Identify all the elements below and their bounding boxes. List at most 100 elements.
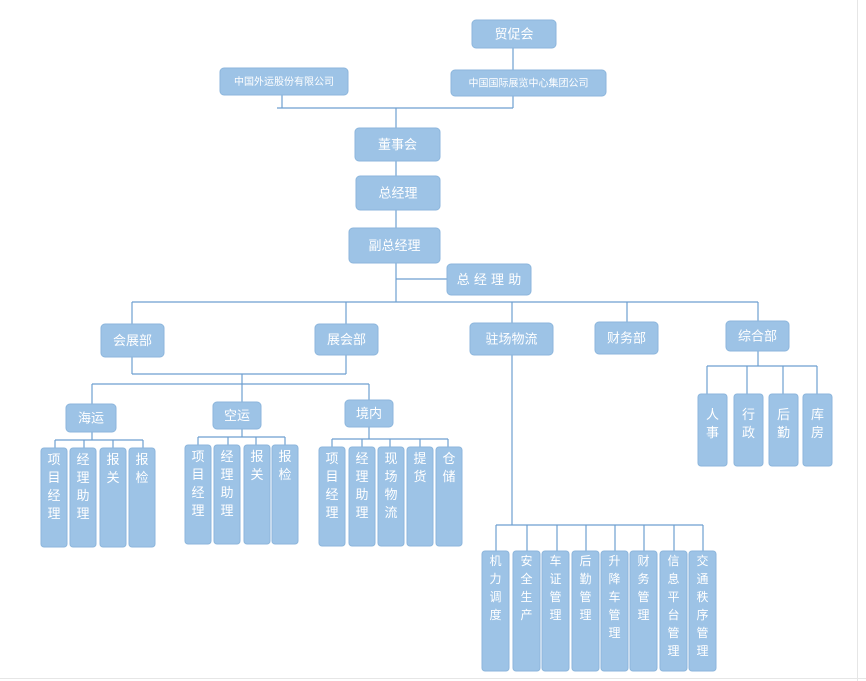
node-air-child-3-label: 报关 [250,450,263,483]
node-domestic-child-5: 仓储 [435,446,463,547]
node-group-domestic-shape [344,399,394,428]
node-admin-child-4-label: 库房 [811,407,824,441]
node-sea-child-4: 报检 [128,447,156,548]
node-sea-child-3: 报关 [99,447,127,548]
node-domestic-child-5-label: 仓储 [442,452,455,485]
node-top: 贸促会 [471,19,557,49]
node-top-shape [471,19,557,49]
node-onsite-child-1-label: 机力调度 [489,554,501,622]
node-admin-child-4: 库房 [802,393,833,467]
node-sea-child-1-shape [40,447,68,548]
node-admin-child-1-shape [697,393,728,467]
node-air-child-1-label: 项目经理 [191,450,204,519]
page-bottom-border [0,678,866,679]
node-onsite-child-8-shape [688,550,717,672]
node-onsite-child-5: 升降车管理 [600,550,629,672]
node-assistant-label: 总 经 理 助 [457,273,521,288]
node-onsite-child-4-shape [571,550,600,672]
node-air-child-2-shape [213,444,241,545]
node-shareholder-2: 中国国际展览中心集团公司 [450,69,607,97]
node-domestic-child-2-shape [348,446,376,547]
node-onsite-child-3: 车证管理 [541,550,570,672]
node-group-domestic: 境内 [344,399,394,428]
node-admin-child-3-label: 后勤 [777,408,790,441]
page-right-border [857,0,858,681]
node-onsite-child-4: 后勤管理 [571,550,600,672]
node-admin-child-2-shape [733,393,764,467]
node-admin-child-2-label: 行政 [742,408,755,441]
node-onsite-child-3-label: 车证管理 [549,553,561,622]
node-domestic-child-4: 提货 [406,446,434,547]
node-onsite-child-6-shape [629,550,658,672]
node-air-child-1-shape [184,444,212,545]
node-dept-1-shape [100,323,165,358]
node-dept-5-shape [725,320,790,352]
node-sea-child-3-shape [99,447,127,548]
node-domestic-child-1-shape [318,446,346,547]
node-domestic-child-3-label: 现场物流 [384,452,397,521]
node-sea-child-1-label: 项目经理 [47,453,60,522]
node-group-sea-label: 海运 [78,412,104,427]
node-sea-child-4-label: 报检 [135,453,148,486]
node-general-manager-shape [355,175,441,211]
connector-lines [54,48,818,551]
node-shareholder-2-label: 中国国际展览中心集团公司 [469,77,589,90]
node-dept-1-label: 会展部 [113,334,152,349]
node-group-air-label: 空运 [224,409,250,424]
node-dept-4: 财务部 [594,321,659,355]
node-shareholder-1-label: 中国外运股份有限公司 [234,75,334,88]
node-admin-child-3: 后勤 [768,393,799,467]
node-domestic-child-3-shape [377,446,405,547]
node-sea-child-4-shape [128,447,156,548]
node-domestic-child-2: 经理助理 [348,446,376,547]
node-group-air: 空运 [212,401,262,430]
node-general-manager: 总经理 [355,175,441,211]
node-group-sea-shape [65,403,117,433]
node-air-child-4-label: 报检 [278,450,291,483]
node-air-child-3-shape [243,444,271,545]
node-domestic-child-1: 项目经理 [318,446,346,547]
node-air-child-1: 项目经理 [184,444,212,545]
node-deputy-gm-shape [348,227,441,264]
node-assistant: 总 经 理 助 [446,263,532,296]
node-admin-child-2: 行政 [733,393,764,467]
node-onsite-child-7-shape [659,550,688,672]
node-sea-child-2-label: 经理助理 [76,453,89,522]
node-onsite-child-6: 财务管理 [629,550,658,672]
node-onsite-child-5-shape [600,550,629,672]
node-dept-2: 展会部 [314,323,379,356]
node-top-label: 贸促会 [494,28,533,43]
node-dept-3: 驻场物流 [469,322,554,356]
node-dept-2-label: 展会部 [327,333,366,348]
node-domestic-child-2-label: 经理助理 [355,452,368,521]
node-onsite-child-7-label: 信息平台管理 [667,554,679,658]
node-onsite-child-4-label: 后勤管理 [579,554,591,622]
node-onsite-child-1: 机力调度 [481,550,510,672]
node-general-manager-label: 总经理 [378,187,417,202]
node-admin-child-3-shape [768,393,799,467]
node-air-child-2: 经理助理 [213,444,241,545]
node-sea-child-2-shape [69,447,97,548]
node-board: 董事会 [354,127,441,162]
node-dept-1: 会展部 [100,323,165,358]
node-dept-3-label: 驻场物流 [485,333,537,348]
node-deputy-gm: 副总经理 [348,227,441,264]
node-onsite-child-2: 安全生产 [512,550,541,672]
node-domestic-child-5-shape [435,446,463,547]
node-onsite-child-6-label: 财务管理 [637,554,649,622]
node-onsite-child-7: 信息平台管理 [659,550,688,672]
node-shareholder-1: 中国外运股份有限公司 [219,67,349,96]
node-board-label: 董事会 [378,138,417,153]
node-air-child-2-label: 经理助理 [220,450,233,519]
node-onsite-child-8-label: 交通秩序管理 [696,553,708,658]
node-admin-child-1-label: 人事 [706,408,719,441]
node-air-child-4-shape [271,444,299,545]
node-onsite-child-3-shape [541,550,570,672]
node-domestic-child-4-shape [406,446,434,547]
node-sea-child-1: 项目经理 [40,447,68,548]
node-deputy-gm-label: 副总经理 [368,239,420,254]
node-dept-3-shape [469,322,554,356]
node-onsite-child-1-shape [481,550,510,672]
node-onsite-child-2-label: 安全生产 [520,553,532,622]
